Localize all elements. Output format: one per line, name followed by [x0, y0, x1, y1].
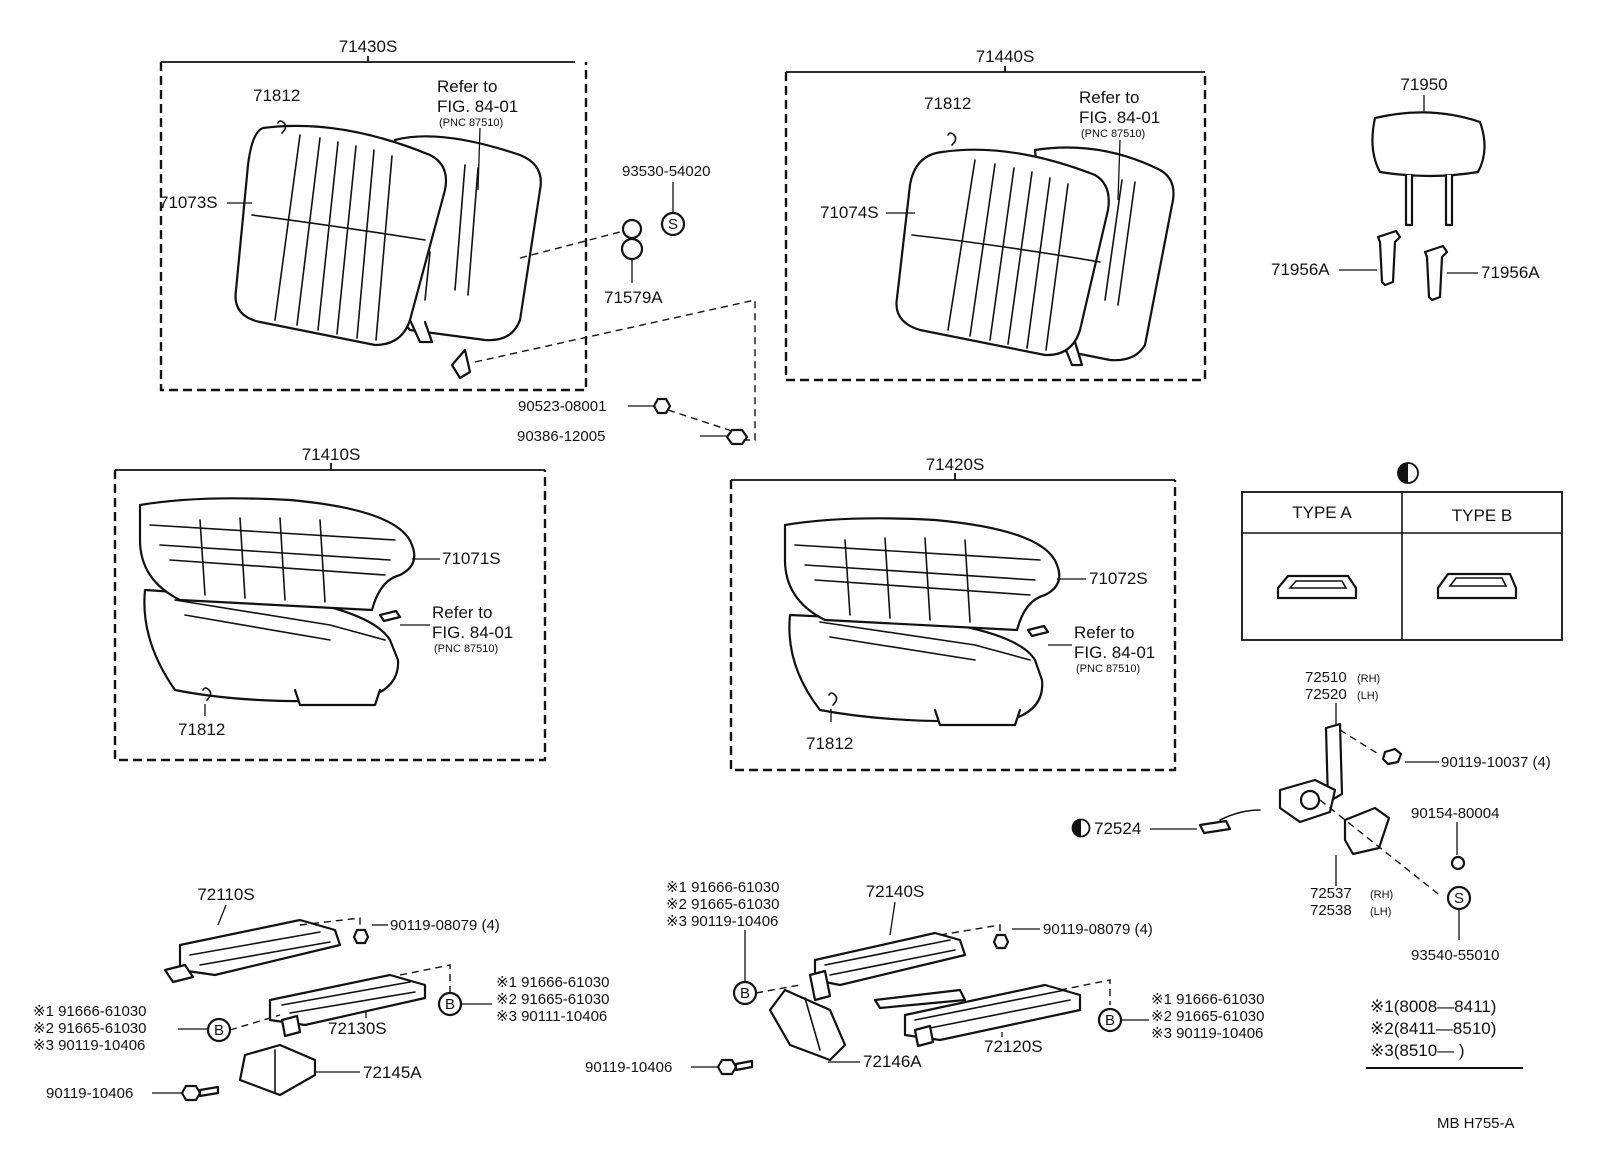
type-a-header: TYPE A: [1292, 503, 1352, 522]
part-label-71812: 71812: [924, 94, 971, 113]
symbol-s-2: S: [1454, 890, 1464, 907]
refer-text-2: FIG. 84-01: [1079, 108, 1160, 127]
legend-line-2: ※2(8411―8510): [1370, 1019, 1496, 1038]
part-label-90119-08079: 90119-08079 (4): [390, 917, 500, 934]
part-label-71812: 71812: [253, 86, 300, 105]
part-label-71579A: 71579A: [604, 288, 663, 307]
part-label-90119-10406: 90119-10406: [585, 1059, 672, 1076]
part-label-71956A: 71956A: [1481, 263, 1540, 282]
part-label-93540-55010: 93540-55010: [1411, 947, 1499, 964]
refer-text-1: Refer to: [432, 603, 492, 622]
bolt-1: ※1 91666-61030: [1151, 991, 1265, 1008]
refer-text-3: (PNC 87510): [439, 117, 503, 129]
bolt-2: ※2 91665-61030: [1151, 1008, 1265, 1025]
symbol-b: B: [214, 1022, 224, 1039]
rh-note: (RH): [1357, 673, 1380, 685]
seat-track-right: ※1 91666-61030 ※2 91665-61030 ※3 90119-1…: [585, 879, 1265, 1076]
refer-text-3: (PNC 87510): [1081, 128, 1145, 140]
symbol-b: B: [445, 996, 455, 1013]
part-label-71072S: 71072S: [1089, 569, 1148, 588]
part-label-71420S: 71420S: [926, 455, 985, 474]
part-label-72537: 72537: [1310, 885, 1352, 902]
bolt-3: ※3 90111-10406: [496, 1008, 607, 1025]
diagram-code: MB H755-A: [1437, 1115, 1515, 1132]
refer-text-1: Refer to: [437, 77, 497, 96]
part-label-71410S: 71410S: [302, 445, 361, 464]
part-label-71950: 71950: [1400, 75, 1447, 94]
part-label-90154-80004: 90154-80004: [1411, 805, 1499, 822]
part-label-71074S: 71074S: [820, 203, 879, 222]
refer-text-1: Refer to: [1074, 623, 1134, 642]
part-label-71812: 71812: [806, 734, 853, 753]
seat-track-left: 72110S 90119-08079 (4) 72130S B ※1 91666…: [33, 885, 610, 1102]
lh-note: (LH): [1370, 906, 1391, 918]
legend-line-1: ※1(8008―8411): [1370, 997, 1496, 1016]
part-label-72130S: 72130S: [328, 1019, 387, 1038]
symbol-b: B: [1105, 1012, 1115, 1029]
part-label-90119-10037: 90119-10037 (4): [1441, 754, 1551, 771]
part-label-90523-08001: 90523-08001: [518, 398, 606, 415]
refer-text-2: FIG. 84-01: [432, 623, 513, 642]
seatback-assembly-right: 71440S 71812 71074S Refer to FIG. 84-01 …: [784, 47, 1207, 382]
part-label-72520: 72520: [1305, 686, 1347, 703]
part-label-90119-10406: 90119-10406: [46, 1085, 133, 1102]
refer-text-2: FIG. 84-01: [437, 97, 518, 116]
part-label-71071S: 71071S: [442, 549, 501, 568]
date-legend: ※1(8008―8411) ※2(8411―8510) ※3(8510― ): [1366, 997, 1523, 1069]
type-b-header: TYPE B: [1452, 506, 1512, 525]
bolt-1: ※1 91666-61030: [666, 879, 780, 896]
bolt-2: ※2 91665-61030: [666, 896, 780, 913]
bolt-2: ※2 91665-61030: [496, 991, 610, 1008]
part-label-72538: 72538: [1310, 902, 1352, 919]
seat-cushion-left: 71410S 71071S Refer to FIG. 84-01 (PNC 8…: [113, 445, 547, 762]
bolt-3: ※3 90119-10406: [33, 1037, 145, 1054]
part-label-71956A: 71956A: [1271, 260, 1330, 279]
part-label-72140S: 72140S: [866, 882, 925, 901]
bolt-3: ※3 90119-10406: [666, 913, 778, 930]
symbol-s-1: S: [668, 216, 678, 233]
bolt-1: ※1 91666-61030: [33, 1003, 147, 1020]
bolt-3: ※3 90119-10406: [1151, 1025, 1263, 1042]
lh-note: (LH): [1357, 690, 1378, 702]
rh-note: (RH): [1370, 889, 1393, 901]
bolt-1: ※1 91666-61030: [496, 974, 610, 991]
part-label-72120S: 72120S: [984, 1037, 1043, 1056]
part-label-90386-12005: 90386-12005: [517, 428, 605, 445]
part-label-71073S: 71073S: [159, 193, 218, 212]
part-label-72510: 72510: [1305, 669, 1347, 686]
refer-text-3: (PNC 87510): [434, 643, 498, 655]
part-label-71430S: 71430S: [339, 37, 398, 56]
seatback-assembly-left: 71430S 71812 71073S Refer to FIG. 84-01 …: [159, 37, 588, 392]
part-label-72524: 72524: [1094, 819, 1141, 838]
part-label-72146A: 72146A: [863, 1052, 922, 1071]
refer-text-2: FIG. 84-01: [1074, 643, 1155, 662]
refer-text-3: (PNC 87510): [1076, 663, 1140, 675]
part-label-93530-54020: 93530-54020: [622, 163, 710, 180]
part-label-71812: 71812: [178, 720, 225, 739]
part-label-90119-08079: 90119-08079 (4): [1043, 921, 1153, 938]
symbol-b: B: [740, 985, 750, 1002]
headrest-group: 71950 71956A 71956A: [1271, 75, 1540, 302]
recliner-group: 72510 (RH) 72520 (LH) 90119-10037 (4) 90…: [1071, 669, 1551, 964]
part-label-72145A: 72145A: [363, 1063, 422, 1082]
bolt-2: ※2 91665-61030: [33, 1020, 147, 1037]
clip-parts: 93530-54020 S 71579A 90523-08001 90386-1…: [474, 163, 756, 446]
part-label-72110S: 72110S: [197, 885, 254, 904]
legend-line-3: ※3(8510― ): [1370, 1041, 1465, 1060]
type-table: TYPE A TYPE B: [1241, 462, 1563, 641]
part-label-71440S: 71440S: [976, 47, 1035, 66]
refer-text-1: Refer to: [1079, 88, 1139, 107]
seat-cushion-right: 71420S 71072S Refer to FIG. 84-01 (PNC 8…: [729, 455, 1177, 772]
